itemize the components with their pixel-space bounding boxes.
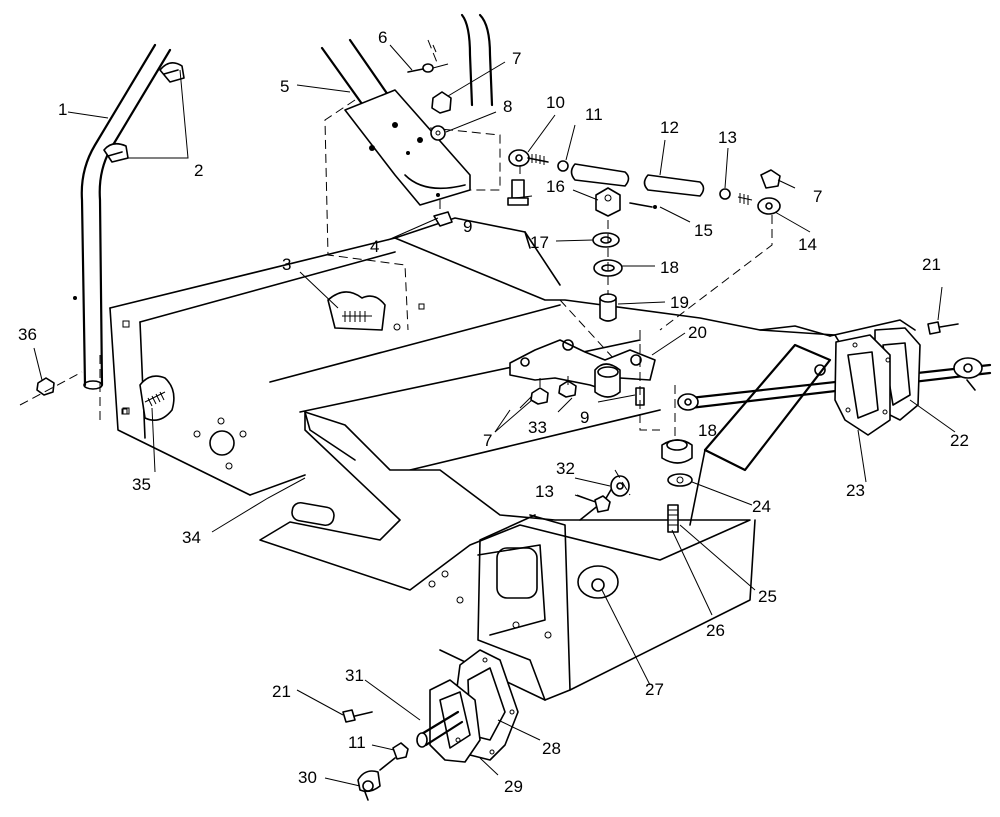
leader-lines xyxy=(33,44,956,787)
callout-22: 22 xyxy=(950,431,969,450)
handle-bar xyxy=(73,43,185,420)
callout-17: 17 xyxy=(530,233,549,252)
callout-13b: 13 xyxy=(535,482,554,501)
callout-32: 32 xyxy=(556,459,575,478)
callout-15: 15 xyxy=(694,221,713,240)
center-plate xyxy=(509,330,992,533)
callout-11a: 11 xyxy=(585,105,603,124)
right-spindle-plates xyxy=(834,321,959,436)
callout-5: 5 xyxy=(280,77,289,96)
callout-6: 6 xyxy=(378,28,387,47)
callout-13a: 13 xyxy=(718,128,737,147)
callout-33: 33 xyxy=(528,418,547,437)
left-fasteners xyxy=(19,371,175,421)
callout-21a: 21 xyxy=(922,255,941,274)
callout-23: 23 xyxy=(846,481,865,500)
callout-24: 24 xyxy=(752,497,771,516)
callout-29: 29 xyxy=(504,777,523,796)
callout-3: 3 xyxy=(282,255,291,274)
callout-26: 26 xyxy=(706,621,725,640)
callout-4: 4 xyxy=(370,237,379,256)
callout-19: 19 xyxy=(670,293,689,312)
callout-20: 20 xyxy=(688,323,707,342)
callout-28: 28 xyxy=(542,739,561,758)
callout-2: 2 xyxy=(194,161,203,180)
left-spindle-assembly xyxy=(342,649,519,801)
callout-21b: 21 xyxy=(272,682,291,701)
callout-7b: 7 xyxy=(813,187,822,206)
callout-10: 10 xyxy=(546,93,565,112)
callout-14: 14 xyxy=(798,235,817,254)
callout-7c: 7 xyxy=(483,431,492,450)
callout-30: 30 xyxy=(298,768,317,787)
callout-9b: 9 xyxy=(580,408,589,427)
callout-18a: 18 xyxy=(660,258,679,277)
callout-18b: 18 xyxy=(698,421,717,440)
callout-25: 25 xyxy=(758,587,777,606)
callout-27: 27 xyxy=(645,680,664,699)
callout-34: 34 xyxy=(182,528,201,547)
tie-rod-hardware xyxy=(327,39,781,440)
callout-12: 12 xyxy=(660,118,679,137)
callout-labels: 1 2 3 4 5 6 7 7 7 8 9 9 10 11 11 12 13 1… xyxy=(18,28,969,796)
chassis-body xyxy=(109,217,916,701)
callout-31: 31 xyxy=(345,666,364,685)
callout-9a: 9 xyxy=(463,217,472,236)
callout-16: 16 xyxy=(546,177,565,196)
callout-8: 8 xyxy=(503,97,512,116)
steering-post xyxy=(320,13,501,331)
callout-36: 36 xyxy=(18,325,37,344)
callout-1: 1 xyxy=(58,100,67,119)
callout-11b: 11 xyxy=(348,733,366,752)
callout-35: 35 xyxy=(132,475,151,494)
callout-7a: 7 xyxy=(512,49,521,68)
